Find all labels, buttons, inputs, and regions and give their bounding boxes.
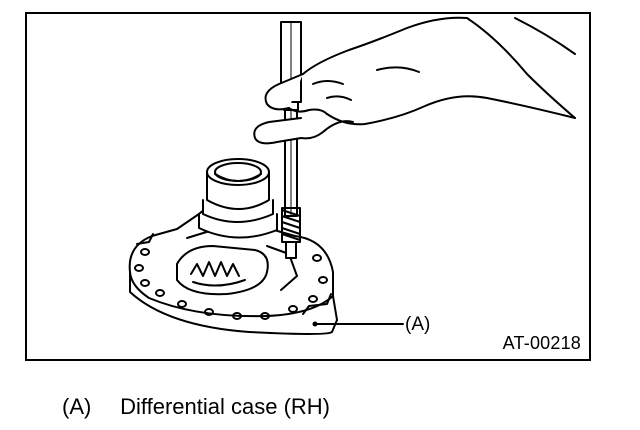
bearing-boss [198, 158, 278, 239]
figure-id: AT-00218 [502, 333, 581, 353]
callout-label-a: (A) [405, 314, 431, 335]
hand [253, 16, 576, 145]
illustration-frame: (A) AT-00218 [25, 12, 591, 361]
figure-caption: (A) Differential case (RH) [62, 394, 330, 420]
caption-text: Differential case (RH) [120, 394, 331, 419]
differential-case-drawing [128, 16, 576, 335]
caption-reference: (A) [62, 394, 92, 419]
